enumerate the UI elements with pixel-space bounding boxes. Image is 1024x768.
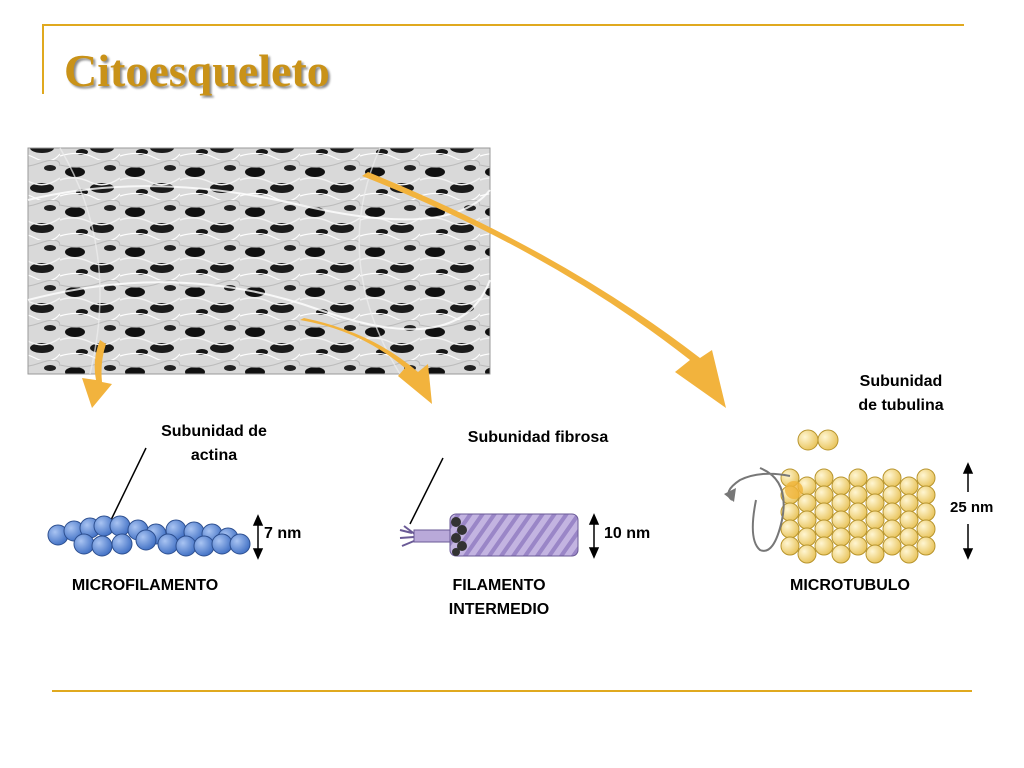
microtubule-cylinder [780,468,936,564]
actin-chain [47,515,251,557]
fibrous-pointer-line [409,457,444,525]
microfilament-size-arrow [252,514,264,560]
tubulin-bead [831,544,851,564]
frame-line-bottom [52,690,972,692]
tubulin-bead [848,485,868,505]
frame-line-left [42,24,44,94]
actin-pointer-line [110,447,147,521]
tubulin-bead [865,510,885,530]
microtubule-label: MICROTUBULO [790,577,910,594]
tubulin-bead [814,485,834,505]
microtubule-spiral-arrow [727,467,791,552]
tubulin-bead [797,493,817,513]
microfilament-label: MICROFILAMENTO [71,577,219,594]
intermediate-size-arrow [588,513,600,559]
intermediate-filament-rope [399,513,579,557]
microfilament-size-label: 7 nm [264,525,302,542]
tubulin-bead [899,493,919,513]
page-title: Citoesqueleto [64,45,330,96]
tubulin-bead [865,527,885,547]
tubulin-bead [831,510,851,530]
tubulin-dimer [797,429,839,451]
tubulin-bead [916,519,936,539]
tubulin-bead [848,519,868,539]
microtubule-size-label: 25 nm [950,499,994,516]
tubulin-bead [831,527,851,547]
tubulin-bead [916,536,936,556]
tubulin-bead [865,476,885,496]
microtubule-spiral-arrowhead [724,488,736,502]
tubulin-bead [780,536,800,556]
tubulin-bead [814,519,834,539]
tubulin-bead [916,502,936,522]
tubulin-bead [865,493,885,513]
tubulin-bead-highlight [785,481,803,499]
tubulin-bead [899,527,919,547]
tubulin-bead [831,476,851,496]
tubulin-bead [848,468,868,488]
tubulin-bead [916,485,936,505]
arrow-to-microfilament [82,340,112,408]
intermediate-filament-label: FILAMENTO INTERMEDIO [448,577,550,618]
tubulin-bead [882,468,902,488]
tubulin-bead [899,544,919,564]
actin-subunit-label: Subunidad de actina [161,423,267,464]
tubulin-bead [814,536,834,556]
tubulin-subunit-label: Subunidad de tubulina [858,373,944,414]
tubulin-bead [797,544,817,564]
tubulin-bead [848,502,868,522]
tubulin-bead [899,510,919,530]
frame-line-top [42,24,964,26]
tubulin-bead [882,485,902,505]
tubulin-bead [797,527,817,547]
intermediate-size-label: 10 nm [604,525,651,542]
fibrous-subunit-label: Subunidad fibrosa [467,429,609,446]
tubulin-bead [899,476,919,496]
microtubule-size-arrow [962,462,974,560]
tubulin-bead [814,468,834,488]
tubulin-bead [882,536,902,556]
tubulin-bead [882,502,902,522]
tubulin-bead [814,502,834,522]
micrograph-image [27,147,491,375]
tubulin-bead [865,544,885,564]
tubulin-bead [848,536,868,556]
tubulin-bead [780,519,800,539]
tubulin-bead [882,519,902,539]
tubulin-bead [831,493,851,513]
tubulin-bead [916,468,936,488]
tubulin-bead [797,510,817,530]
